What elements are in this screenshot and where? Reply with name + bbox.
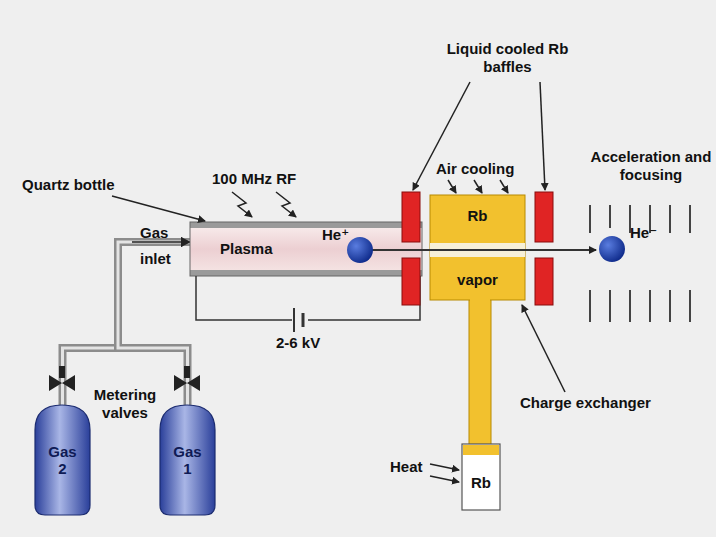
voltage-label: 2-6 kV — [276, 334, 336, 352]
gas-cylinders — [35, 405, 215, 515]
part-label: Air cooling — [436, 160, 536, 178]
ion-label: He⁻ — [630, 224, 670, 242]
part-label: Heat — [390, 458, 435, 476]
he-plus-ion — [347, 237, 373, 263]
charge-exchanger — [430, 195, 525, 510]
part-label: 100 MHz RF — [212, 170, 322, 188]
node-text: Plasma — [220, 240, 273, 257]
ion-label: He⁺ — [322, 226, 352, 244]
rb-reservoir: Rb — [462, 455, 500, 510]
hv-circuit — [196, 276, 420, 332]
ion-beam — [372, 249, 596, 251]
part-label: Gas — [140, 224, 180, 242]
node-text: Gas 1 — [170, 443, 206, 478]
part-label: Metering valves — [92, 386, 158, 422]
node-text: Gas 2 — [45, 443, 81, 478]
node-text: vapor — [457, 271, 498, 288]
part-label: Charge exchanger — [520, 394, 670, 412]
accel-electrodes — [590, 205, 690, 322]
he-minus-ion — [599, 236, 625, 262]
part-label: Liquid cooled Rb baffles — [435, 40, 580, 76]
rf-symbol — [232, 192, 296, 217]
plasma-tube: Plasma — [190, 228, 422, 270]
rb-baffles — [402, 192, 553, 305]
node-text: Rb — [471, 474, 491, 491]
gas-cylinder: Gas 2 — [35, 405, 90, 515]
part-label: Acceleration and focusing — [590, 148, 712, 184]
part-label: inlet — [140, 250, 185, 268]
gas-cylinder: Gas 1 — [160, 405, 215, 515]
part-label: Quartz bottle — [22, 176, 132, 194]
node-text: Rb — [468, 207, 488, 224]
gas-pipe — [63, 242, 191, 405]
rb-vapor-chamber: Rb vapor — [430, 195, 525, 300]
